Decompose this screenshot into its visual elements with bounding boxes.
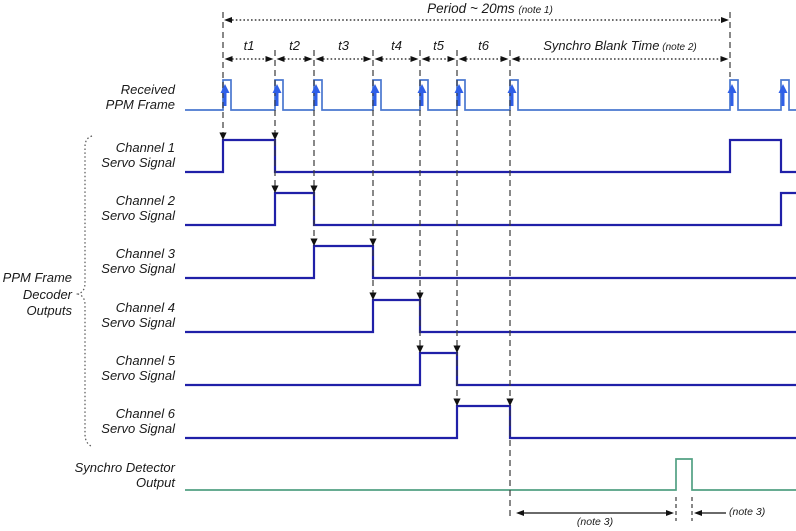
arrowhead [304, 56, 313, 62]
arrowhead [363, 56, 372, 62]
channel-3-waveform [185, 244, 796, 280]
ppm-rising-edge-arrowhead [220, 84, 230, 93]
arrowhead [500, 56, 509, 62]
interval-label-t6: t6 [478, 38, 489, 53]
arrowhead [410, 56, 419, 62]
ppm-rising-edge-arrowhead [417, 84, 427, 93]
note3-left-label: (note 3) [576, 516, 614, 528]
ppm-rising-edge-arrowhead [727, 84, 737, 93]
received-ppm-frame-label: Received PPM Frame [105, 82, 175, 112]
decoder-outputs-brace [75, 135, 94, 448]
down-arrowhead [369, 292, 377, 300]
channel-1-waveform [185, 138, 796, 174]
arrowhead [224, 17, 232, 23]
arrowhead [516, 510, 524, 516]
note3-right-label: (note 3) [729, 506, 766, 518]
arrowhead [374, 56, 383, 62]
ppm-rising-edge-arrowhead [507, 84, 517, 93]
channel-5-waveform [185, 351, 796, 387]
ppm-rising-edge-arrowhead [311, 84, 321, 93]
arrowhead [721, 17, 729, 23]
down-arrowhead [219, 132, 227, 140]
down-arrowhead [506, 398, 514, 406]
channel-1-label: Channel 1 Servo Signal [101, 140, 175, 170]
arrowhead [224, 56, 233, 62]
arrowhead [265, 56, 274, 62]
ppm-rising-edge-arrowhead [778, 84, 788, 93]
decoder-outputs-group-label: PPM Frame Decoder Outputs [2, 270, 72, 318]
down-arrowhead [416, 292, 424, 300]
down-arrowhead [453, 345, 461, 353]
arrowhead [276, 56, 285, 62]
ppm-rising-edge-arrowhead [370, 84, 380, 93]
arrowhead [694, 510, 702, 516]
down-arrowhead [310, 238, 318, 246]
interval-label-t4: t4 [391, 38, 402, 53]
channel-6-label: Channel 6 Servo Signal [101, 406, 175, 436]
period-note: (note 1) [518, 5, 553, 16]
received-ppm-frame-waveform [185, 79, 796, 111]
interval-label-t3: t3 [338, 38, 349, 53]
synchro-detector-label: Synchro Detector Output [74, 460, 175, 490]
down-arrowhead [453, 398, 461, 406]
ppm-rising-edge-arrowhead [454, 84, 464, 93]
interval-label-synchro-blank-time: Synchro Blank Time (note 2) [543, 38, 697, 54]
channel-3-label: Channel 3 Servo Signal [101, 246, 175, 276]
down-arrowhead [369, 238, 377, 246]
down-arrowhead [271, 132, 279, 140]
down-arrowhead [310, 185, 318, 193]
channel-5-label: Channel 5 Servo Signal [101, 353, 175, 383]
interval-label-t5: t5 [433, 38, 444, 53]
arrowhead [666, 510, 674, 516]
synchro-detector-waveform [185, 458, 796, 491]
arrowhead [511, 56, 520, 62]
arrowhead [447, 56, 456, 62]
interval-label-t1: t1 [243, 38, 255, 53]
channel-4-waveform [185, 298, 796, 334]
period-label-text: Period ~ 20ms [427, 1, 515, 16]
ppm-rising-edge-arrowhead [272, 84, 282, 93]
channel-2-waveform [185, 191, 796, 227]
period-label: Period ~ 20ms (note 1) [427, 1, 553, 16]
channel-2-label: Channel 2 Servo Signal [101, 193, 175, 223]
channel-6-waveform [185, 404, 796, 440]
down-arrowhead [416, 345, 424, 353]
arrowhead [421, 56, 430, 62]
arrowhead [458, 56, 467, 62]
channel-4-label: Channel 4 Servo Signal [101, 300, 175, 330]
down-arrowhead [271, 185, 279, 193]
arrowhead [315, 56, 324, 62]
arrowhead [720, 56, 729, 62]
interval-label-t2: t2 [289, 38, 300, 53]
